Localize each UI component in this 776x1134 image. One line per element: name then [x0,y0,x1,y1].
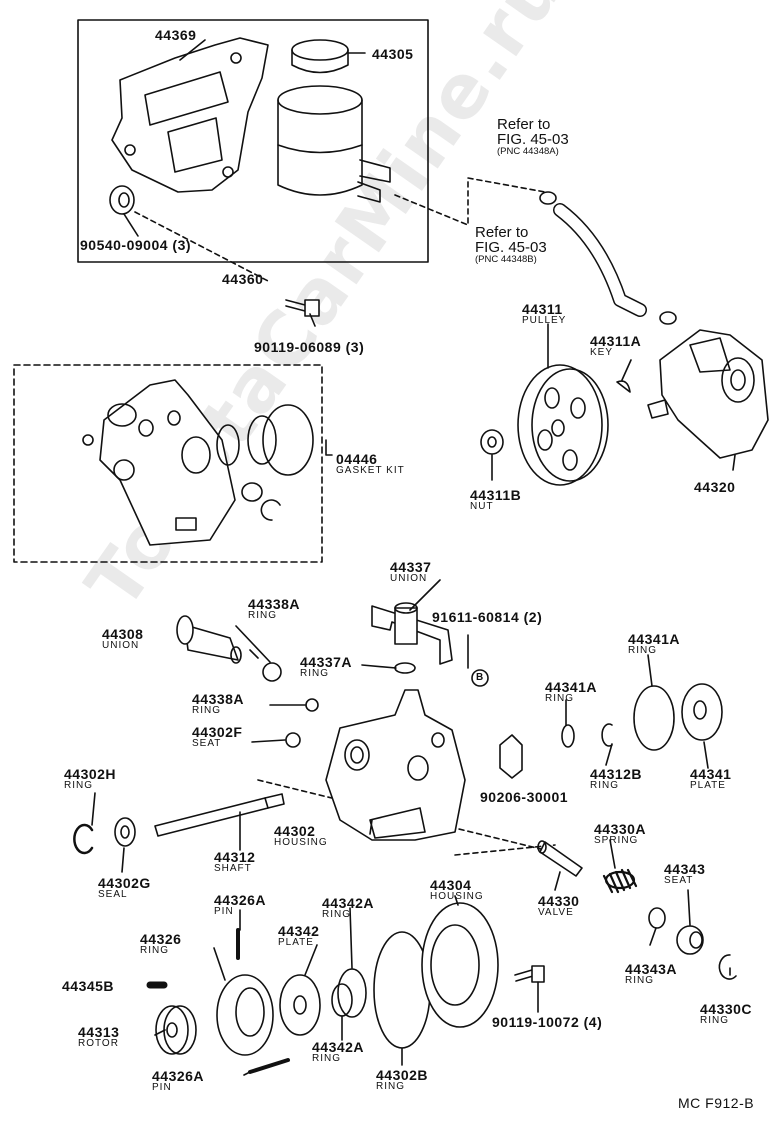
grommet-90540 [109,185,135,215]
part-label-44305: 44305 [372,46,414,62]
shaft-44312 [154,793,285,837]
ring-44341a-small [561,724,575,748]
part-label-90206-30001: 90206-30001 [480,789,569,805]
nut-44311b [480,429,504,455]
rotor-44313 [155,1005,197,1055]
plate-44342 [279,974,321,1036]
reference-note-1: Refer to FIG. 45-03 (PNC 44348A) [497,116,569,157]
hose [539,191,677,325]
bolt-90119-10072 [514,965,545,983]
key-44311a [616,380,631,393]
ring-44343a [648,907,666,929]
cam-ring-44326 [216,974,274,1056]
pulley-44311 [517,364,609,486]
pin-44326a-bottom [248,1058,290,1074]
pump-assembly-44320 [647,329,769,459]
seat-44302f [285,732,301,748]
bracket-44369 [111,37,269,193]
housing-44304 [421,902,499,1028]
figure-code: MC F912-B [678,1095,755,1111]
part-label-90119-10072: 90119-10072 (4) [492,1014,603,1030]
part-label-91611-60814: 91611-60814 (2) [432,609,543,625]
reservoir-44305 [277,39,391,203]
part-label-44345b: 44345B [62,978,115,994]
gasket-kit-box [13,364,323,563]
bolt-marker-b-label: B [476,672,484,683]
seal-44302g [114,817,136,847]
part-label-90540: 90540-09004 (3) [80,237,192,253]
seat-44343 [676,925,704,955]
gasket-kit-pump [82,379,314,546]
ring-44312b [601,723,613,747]
plate-44341 [681,683,723,741]
ring-44342a-a [337,968,367,1018]
part-label-44360: 44360 [222,271,264,287]
valve-44330 [537,840,583,877]
part-label-44320: 44320 [694,479,736,495]
reservoir-group-box [77,19,429,263]
spring-44330a [602,868,638,894]
ring-44341a-large [633,685,675,751]
ring-44302h [73,823,94,855]
part-label-44369: 44369 [155,27,197,43]
union-44337 [371,602,453,665]
ring-44338a-top [262,662,282,682]
housing-44302 [325,689,466,841]
clip-90206 [499,734,523,779]
bolt-marker-b [471,669,489,687]
ring-44337a [394,662,416,674]
part-label-90119-06089: 90119-06089 (3) [254,339,365,355]
bolt-90119-06089 [285,299,320,317]
union-44308 [176,615,242,664]
ring-44330c [718,954,737,980]
ring-44302b [373,931,431,1049]
reference-note-2: Refer to FIG. 45-03 (PNC 44348B) [475,224,547,265]
ring-44338a-small [305,698,319,712]
